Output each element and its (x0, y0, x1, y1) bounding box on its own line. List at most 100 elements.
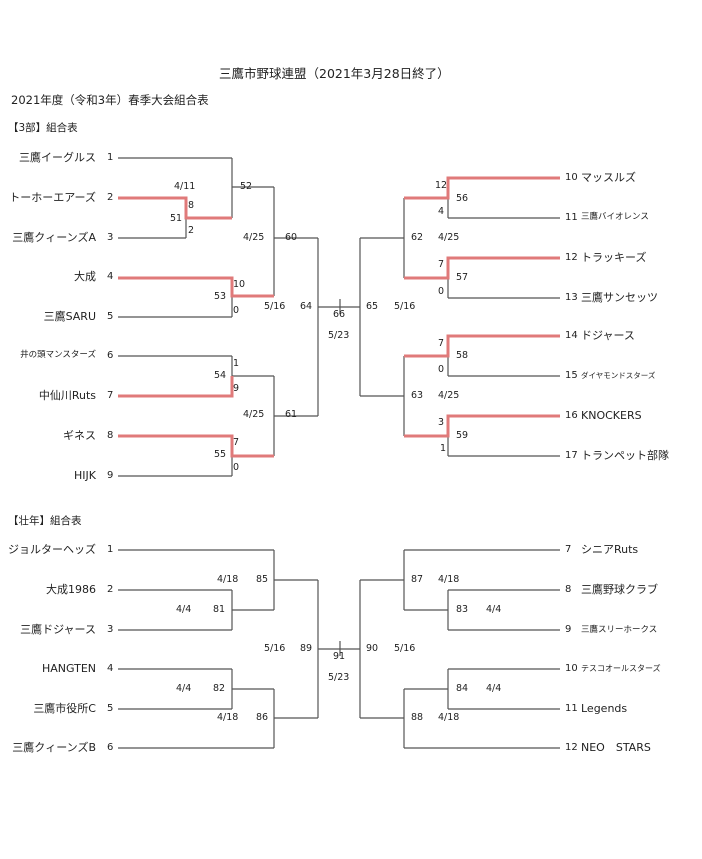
s2-team-seed: 10 (565, 663, 578, 674)
s1-team-seed: 6 (107, 350, 114, 361)
match-score: 0 (438, 286, 445, 297)
s1-team-name: KNOCKERS (581, 409, 642, 422)
match-date: 4/18 (217, 712, 239, 723)
match-date: 4/25 (438, 390, 460, 401)
s2-team-name: 三鷹クィーンズB (12, 741, 96, 754)
match-date: 4/25 (243, 232, 265, 243)
s1-right-lines (359, 176, 560, 457)
game-number: 65 (366, 301, 379, 312)
page-subtitle: 2021年度（令和3年）春季大会組合表 (11, 93, 209, 107)
s1-team-name: 三鷹SARU (43, 310, 96, 323)
s1-team-seed: 3 (107, 232, 114, 243)
match-score: 0 (233, 462, 240, 473)
s1-left-lines (118, 157, 360, 477)
game-number: 83 (456, 604, 469, 615)
s2-team-name: テスコオールスターズ (581, 664, 661, 673)
s1-team-name: 井の頭マンスターズ (20, 350, 96, 360)
s2-team-name: HANGTEN (41, 662, 96, 675)
s1-team-seed: 11 (565, 212, 578, 223)
s1-team-seed: 5 (107, 311, 114, 322)
s2-team-name: 三鷹スリーホークス (581, 625, 658, 635)
game-number: 90 (366, 643, 379, 654)
game-number: 60 (285, 232, 298, 243)
game-number: 89 (300, 643, 313, 654)
final-date: 5/23 (328, 672, 350, 683)
match-date: 5/16 (394, 643, 416, 654)
game-number: 51 (170, 213, 183, 224)
s1-team-seed: 14 (565, 330, 578, 341)
match-score: 9 (233, 383, 240, 394)
final-game-number: 66 (333, 309, 346, 320)
match-date: 4/4 (176, 683, 192, 694)
s1-team-seed: 8 (107, 430, 114, 441)
s2-team-seed: 4 (107, 663, 114, 674)
s1-team-name: ドジャース (581, 329, 635, 342)
final-date: 5/23 (328, 330, 350, 341)
s1-team-name: 三鷹バイオレンス (581, 212, 649, 222)
match-date: 4/18 (438, 712, 460, 723)
s1-team-name: トラッキーズ (581, 251, 647, 264)
match-score: 8 (188, 200, 195, 211)
match-date: 5/16 (264, 301, 286, 312)
match-score: 10 (233, 279, 246, 290)
match-score: 0 (233, 305, 240, 316)
match-score: 3 (438, 417, 445, 428)
game-number: 62 (411, 232, 424, 243)
s1-team-seed: 16 (565, 410, 578, 421)
s1-team-seed: 1 (107, 152, 114, 163)
s1-team-name: トーホーエアーズ (9, 191, 96, 204)
s1-team-name: マッスルズ (581, 171, 636, 184)
game-number: 82 (213, 683, 226, 694)
s2-team-name: 三鷹市役所C (33, 702, 96, 715)
match-date: 4/4 (176, 604, 192, 615)
match-date: 4/25 (438, 232, 460, 243)
game-number: 84 (456, 683, 469, 694)
game-number: 53 (214, 291, 227, 302)
s2-team-seed: 7 (565, 544, 572, 555)
match-score: 0 (438, 364, 445, 375)
game-number: 58 (456, 350, 469, 361)
match-date: 5/16 (264, 643, 286, 654)
match-date: 4/4 (486, 683, 502, 694)
s2-team-name: Legends (581, 702, 628, 715)
game-number: 57 (456, 272, 469, 283)
s2-team-seed: 6 (107, 742, 114, 753)
match-score: 1 (440, 443, 447, 454)
match-score: 7 (233, 437, 240, 448)
s2-team-seed: 9 (565, 624, 572, 635)
game-number: 85 (256, 574, 269, 585)
game-number: 54 (214, 370, 227, 381)
s2-team-seed: 3 (107, 624, 114, 635)
s2-team-name: 三鷹ドジャース (20, 623, 96, 636)
game-number: 55 (214, 449, 227, 460)
s2-team-seed: 11 (565, 703, 578, 714)
match-date: 4/11 (174, 181, 196, 192)
s2-team-seed: 1 (107, 544, 114, 555)
s1-team-name: 大成 (74, 270, 96, 283)
s1-team-name: 三鷹イーグルス (19, 151, 96, 164)
s1-team-seed: 7 (107, 390, 114, 401)
match-date: 5/16 (394, 301, 416, 312)
s2-team-seed: 2 (107, 584, 114, 595)
s1-team-name: 三鷹サンセッツ (581, 291, 658, 304)
match-score: 2 (188, 225, 195, 236)
match-score: 7 (438, 259, 445, 270)
s2-left-lines (118, 549, 360, 749)
s1-team-seed: 10 (565, 172, 578, 183)
game-number: 61 (285, 409, 298, 420)
match-score: 7 (438, 338, 445, 349)
match-date: 4/4 (486, 604, 502, 615)
s1-team-seed: 17 (565, 450, 578, 461)
match-score: 12 (435, 180, 448, 191)
match-date: 4/25 (243, 409, 265, 420)
s1-team-name: 三鷹クィーンズA (12, 231, 96, 244)
game-number: 64 (300, 301, 313, 312)
s2-team-name: ジョルターヘッズ (8, 543, 96, 556)
s1-team-seed: 9 (107, 470, 114, 481)
game-number: 87 (411, 574, 424, 585)
game-number: 63 (411, 390, 424, 401)
s1-team-seed: 15 (565, 370, 578, 381)
s1-team-name: 中仙川Ruts (38, 389, 96, 402)
s2-team-name: シニアRuts (581, 543, 639, 556)
